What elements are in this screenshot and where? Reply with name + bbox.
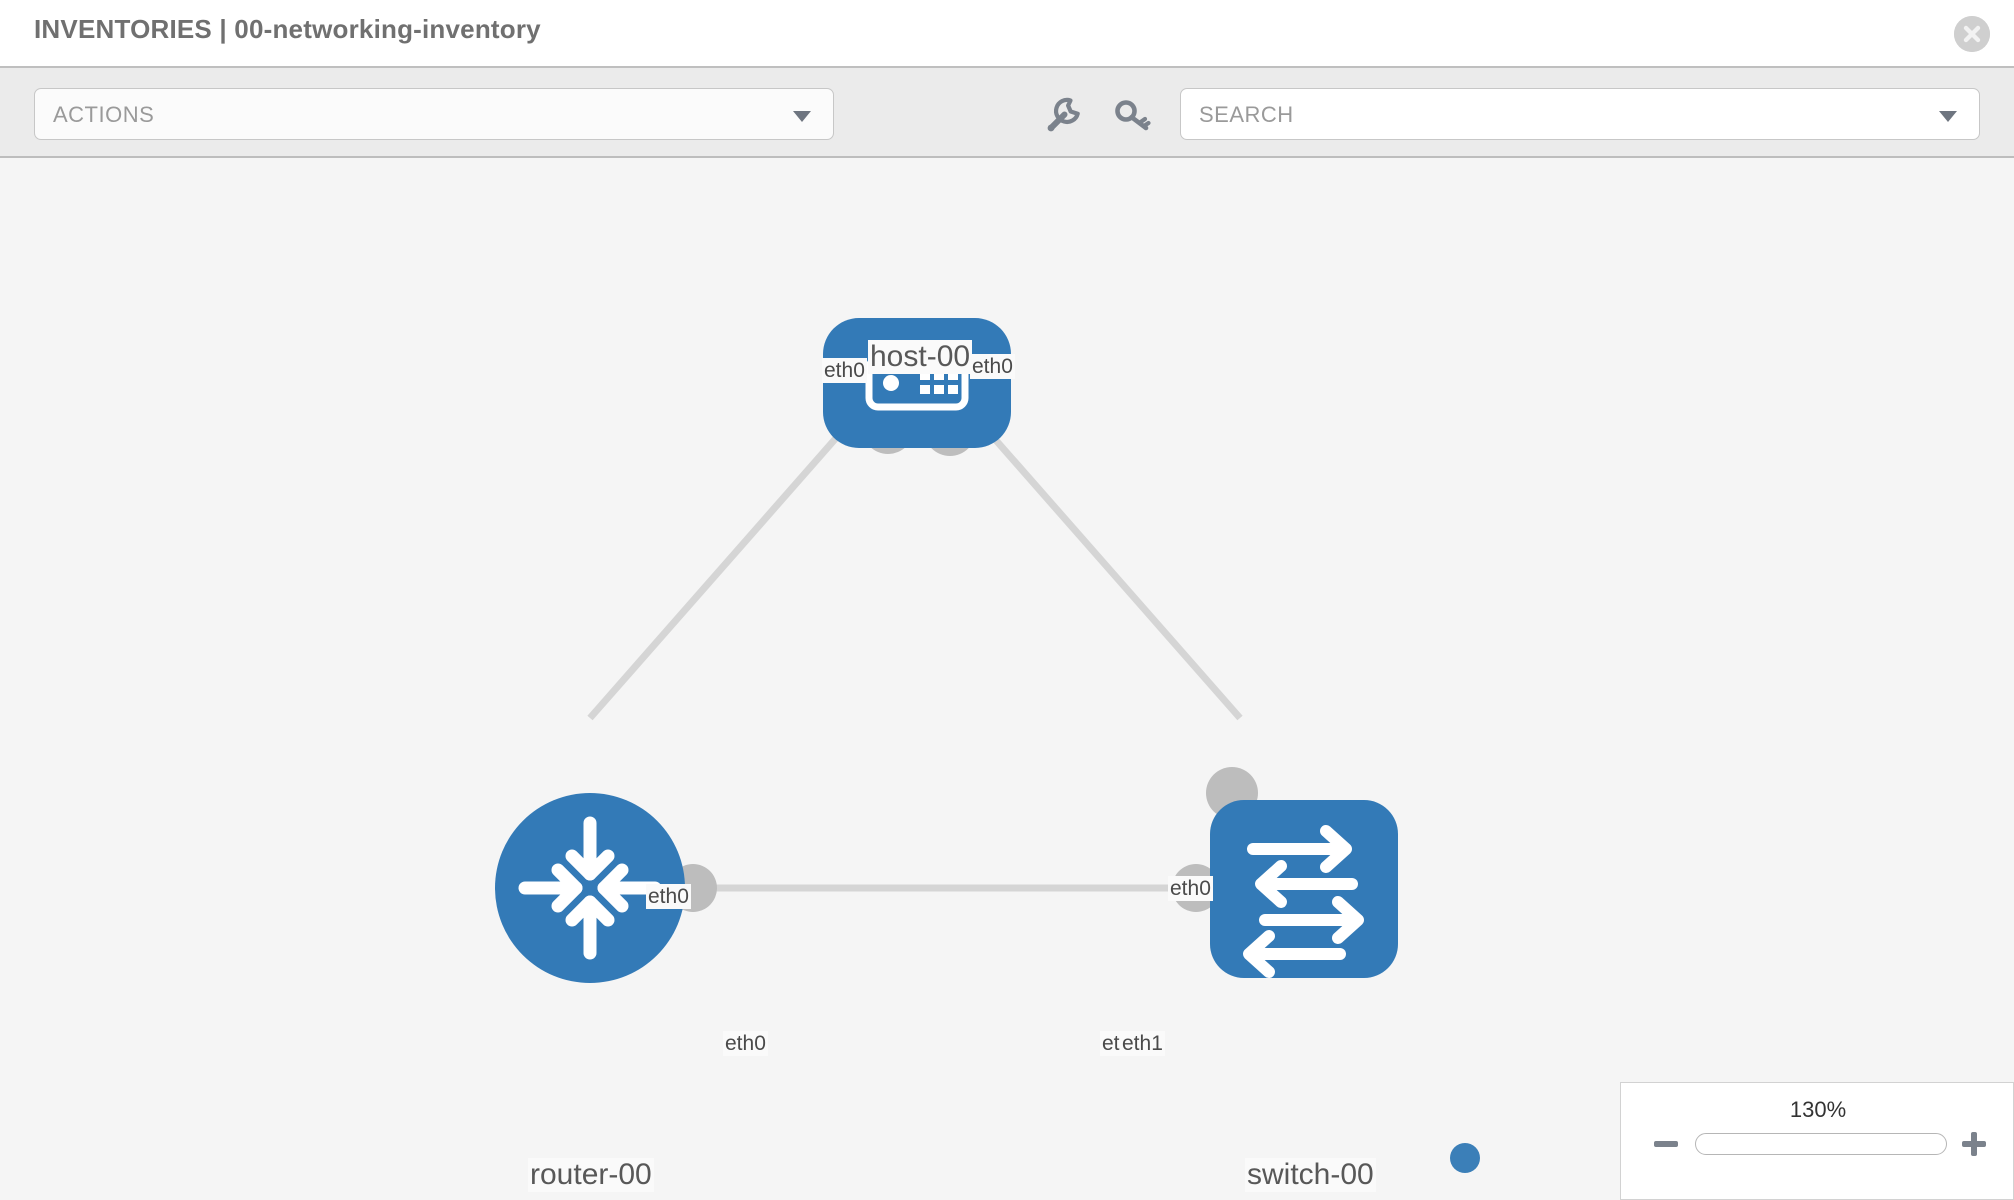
- node-router-00[interactable]: [495, 793, 685, 983]
- topology-graph: [495, 318, 1398, 983]
- zoom-percent-label: 130%: [1789, 1097, 1847, 1122]
- link-host-switch[interactable]: [947, 385, 1243, 721]
- zoom-control-panel: 130%: [1620, 1082, 2014, 1200]
- zoom-in-button[interactable]: [1957, 1127, 1991, 1161]
- page-header: INVENTORIES | 00-networking-inventory: [0, 0, 2014, 68]
- node-switch-00[interactable]: [1210, 800, 1398, 978]
- node-label-switch-00: switch-00: [1245, 1158, 1376, 1192]
- node-host-00[interactable]: [823, 318, 1011, 448]
- key-icon[interactable]: [1110, 92, 1156, 138]
- topology-canvas[interactable]: host-00 router-00 switch-00 eth0 eth0 et…: [0, 158, 2014, 1200]
- router-arrows-icon: [518, 816, 662, 960]
- zoom-slider[interactable]: [1695, 1133, 1947, 1155]
- actions-dropdown[interactable]: ACTIONS: [34, 88, 834, 140]
- search-placeholder: SEARCH: [1199, 102, 1294, 127]
- connector-nubs: [669, 402, 1258, 912]
- edge-label-router-right: eth0: [723, 1031, 768, 1056]
- edge-label-host-left: eth0: [822, 358, 867, 383]
- search-input[interactable]: SEARCH: [1180, 88, 1980, 140]
- edge-label-host-right: eth0: [970, 354, 1015, 379]
- node-label-router-00: router-00: [528, 1158, 654, 1192]
- close-icon[interactable]: [1954, 16, 1990, 52]
- zoom-out-button[interactable]: [1649, 1127, 1683, 1161]
- edge-label-switch-up: eth0: [1168, 876, 1213, 901]
- actions-dropdown-label: ACTIONS: [53, 102, 155, 127]
- edge-label-router-up: eth0: [646, 884, 691, 909]
- edge-label-switch-left: eth1: [1120, 1031, 1165, 1056]
- page-title: INVENTORIES | 00-networking-inventory: [34, 14, 541, 44]
- chevron-down-icon: [793, 111, 811, 122]
- node-label-host-00: host-00: [868, 340, 973, 374]
- link-host-router[interactable]: [587, 385, 883, 721]
- zoom-slider-thumb[interactable]: [1450, 1143, 1480, 1173]
- topology-links: [587, 385, 1243, 892]
- toolbar: ACTIONS SEARCH: [0, 68, 2014, 158]
- wrench-icon[interactable]: [1040, 92, 1086, 138]
- switch-arrows-icon: [1243, 825, 1364, 978]
- chevron-down-icon: [1939, 111, 1957, 122]
